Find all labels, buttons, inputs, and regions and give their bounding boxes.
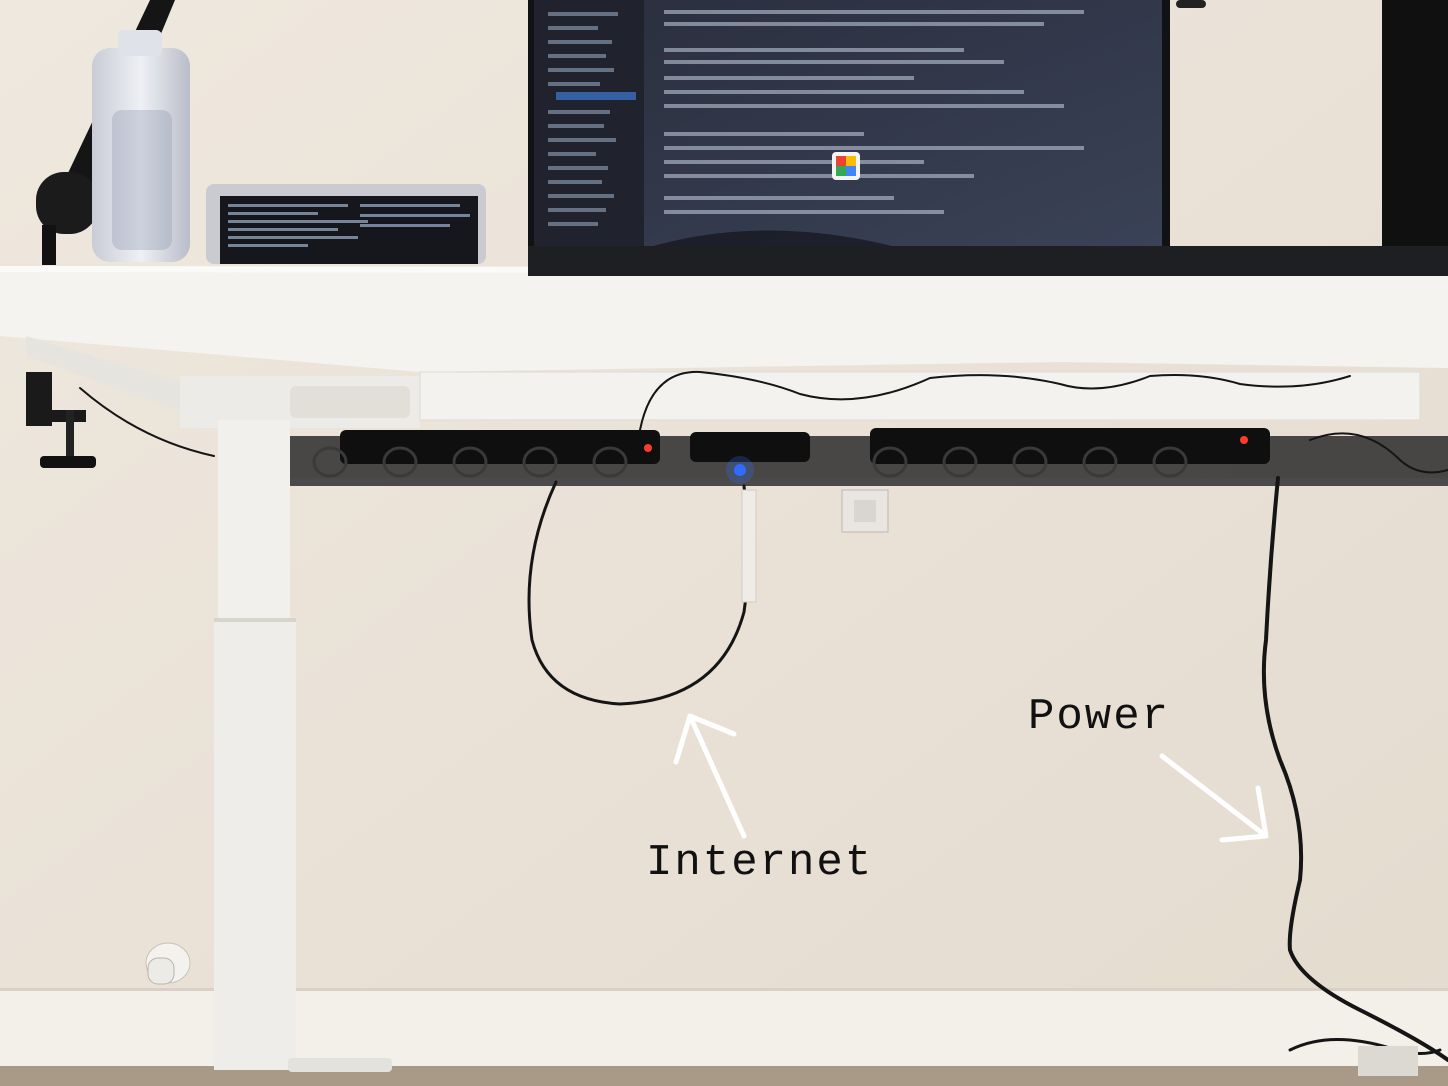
cable-tray — [290, 428, 1448, 486]
status-light-blue — [734, 464, 746, 476]
wall-socket — [145, 942, 191, 985]
internet-arrow — [673, 713, 747, 839]
power-cable — [1261, 476, 1448, 1062]
annotation-arrows — [673, 713, 1269, 843]
lamp-clamp — [26, 372, 96, 468]
desk-leg — [214, 420, 392, 1072]
desk-frame — [26, 336, 1421, 428]
power-arrow — [1159, 753, 1269, 843]
status-light-red — [644, 444, 652, 452]
monitor — [528, 0, 1170, 256]
second-monitor — [1382, 0, 1448, 246]
internet-label: Internet — [646, 838, 874, 888]
laptop — [206, 184, 486, 264]
status-light-red-right — [1240, 436, 1248, 444]
desk-outlet — [841, 489, 889, 533]
desk-top — [0, 246, 1448, 372]
power-label: Power — [1028, 692, 1171, 742]
water-bottle — [92, 30, 190, 262]
